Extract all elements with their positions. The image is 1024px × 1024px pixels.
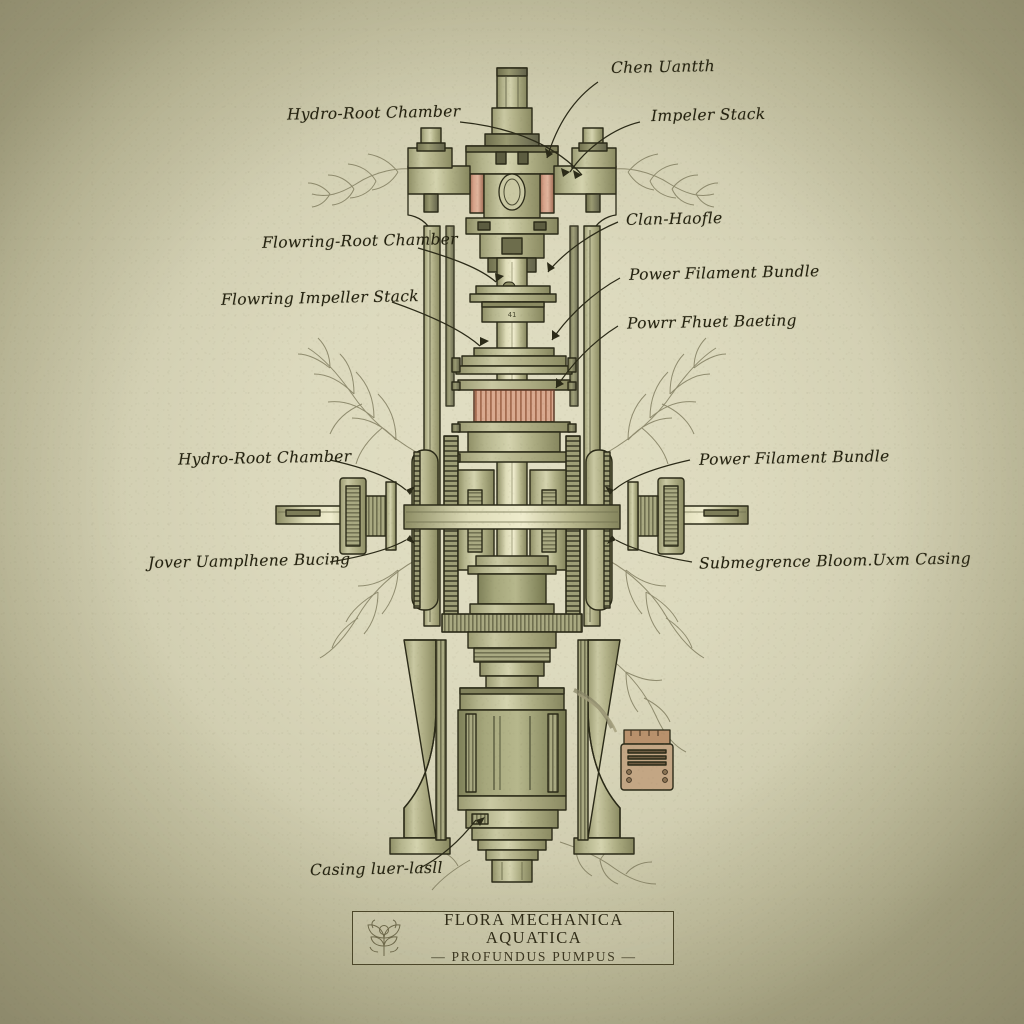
cartouche-subtitle: — PROFUNDUS PUMPUS — — [431, 948, 637, 964]
motor-housing — [457, 631, 567, 883]
rotor-gear-assembly — [403, 435, 621, 633]
label-power-filament-bundle: Power Filament Bundle — [628, 262, 820, 284]
terminal-box — [573, 688, 674, 791]
cartouche-title: FLORA MECHANICA AQUATICA — [444, 909, 624, 948]
cartouche-text: FLORA MECHANICA AQUATICA — PROFUNDUS PUM… — [409, 909, 673, 965]
leader-lines — [329, 81, 693, 869]
left-outboard-shaft — [275, 477, 397, 555]
label-impeler-stack: Impeler Stack — [650, 104, 766, 126]
label-flowring-impeller-stack: Flowring Impeller Stack — [220, 287, 420, 309]
leader-arrowheads — [406, 148, 616, 826]
label-powrr-fhuet-baeting: Powrr Fhuet Baeting — [626, 311, 797, 333]
label-power-filament-bundle-2: Power Filament Bundle — [698, 447, 890, 469]
label-chen-uantth: Chen Uantth — [610, 57, 716, 77]
label-flowring-root-chamber: Flowring-Root Chamber — [261, 230, 459, 252]
right-outboard-shaft — [627, 477, 749, 555]
floral-emblem-icon — [367, 919, 401, 956]
label-clan-haofle: Clan-Haofle — [625, 209, 723, 229]
buttress-feet — [389, 639, 635, 855]
title-cartouche: FLORA MECHANICA AQUATICA — PROFUNDUS PUM… — [352, 909, 674, 965]
label-hydro-root-chamber-mid: Hydro-Root Chamber — [177, 447, 352, 469]
impeller-stack: 41 — [451, 285, 577, 463]
label-casing-luer-lasll: Casing luer-lasll — [309, 858, 443, 880]
label-hydro-root-chamber-top: Hydro-Root Chamber — [286, 102, 461, 124]
svg-text:41: 41 — [508, 311, 516, 319]
botanical-fronds — [297, 153, 727, 891]
